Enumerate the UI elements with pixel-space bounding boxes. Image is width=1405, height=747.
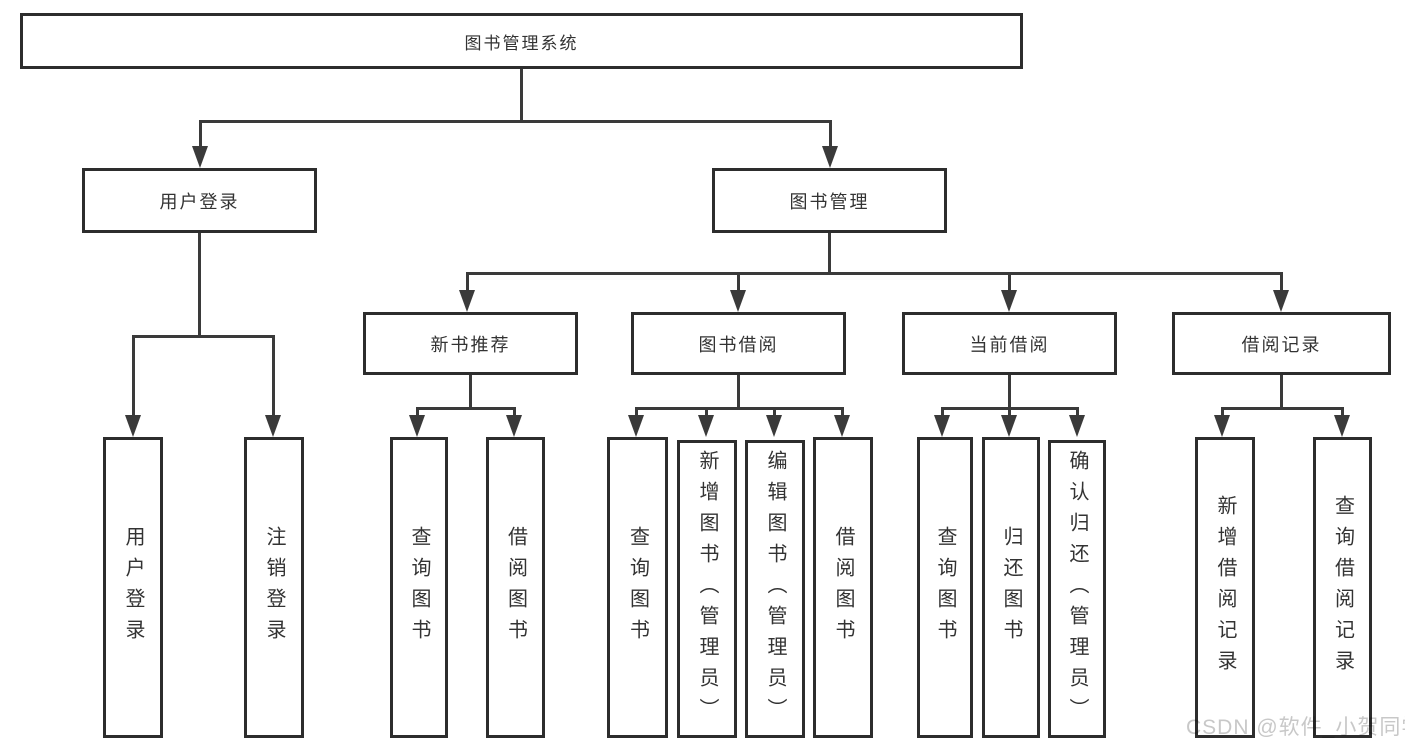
connector [773, 407, 776, 417]
arrow-down-icon [1001, 290, 1017, 312]
node-label: 编辑图书（管理员） [764, 449, 786, 729]
node-label: 用户登录 [122, 525, 144, 650]
node-label: 借阅图书 [832, 525, 854, 650]
leaf-return-books: 归还图书 [982, 437, 1040, 738]
arrow-down-icon [1273, 290, 1289, 312]
leaf-add-borrow-record: 新增借阅记录 [1195, 437, 1255, 738]
leaf-borrow-books: 借阅图书 [813, 437, 873, 738]
arrow-down-icon [1069, 415, 1085, 437]
arrow-down-icon [265, 415, 281, 437]
node-label: 注销登录 [263, 525, 285, 650]
connector [1280, 375, 1283, 407]
node-label: 新书推荐 [430, 334, 511, 355]
leaf-user-login: 用户登录 [103, 437, 163, 738]
node-label: 用户登录 [159, 191, 240, 212]
node-label: 借阅记录 [1241, 334, 1322, 355]
connector [132, 335, 135, 417]
connector [635, 407, 844, 410]
connector [705, 407, 708, 417]
leaf-query-books-recommend: 查询图书 [390, 437, 448, 738]
node-user-login: 用户登录 [82, 168, 317, 233]
leaf-query-books-current: 查询图书 [917, 437, 973, 738]
connector [829, 120, 832, 148]
csdn-watermark: CSDN @软件_小贺同学 [1186, 716, 1405, 739]
node-label: 查询图书 [934, 525, 956, 650]
connector [737, 375, 740, 407]
connector [828, 233, 831, 272]
connector [1008, 272, 1011, 292]
connector [199, 120, 832, 123]
node-label: 新增借阅记录 [1214, 494, 1236, 681]
arrow-down-icon [409, 415, 425, 437]
connector [1221, 407, 1224, 417]
connector [199, 120, 202, 148]
arrow-down-icon [1001, 415, 1017, 437]
connector [416, 407, 516, 410]
leaf-query-borrow-record: 查询借阅记录 [1313, 437, 1372, 738]
leaf-logout: 注销登录 [244, 437, 304, 738]
connector [737, 272, 740, 292]
leaf-borrow-books-recommend: 借阅图书 [486, 437, 545, 738]
node-book-management: 图书管理 [712, 168, 947, 233]
connector [520, 69, 523, 120]
arrow-down-icon [766, 415, 782, 437]
node-borrowing-records: 借阅记录 [1172, 312, 1391, 375]
node-book-borrowing: 图书借阅 [631, 312, 846, 375]
leaf-edit-books-admin: 编辑图书（管理员） [745, 440, 805, 738]
node-label: 查询图书 [626, 525, 649, 650]
connector [941, 407, 944, 417]
arrow-down-icon [698, 415, 714, 437]
connector [513, 407, 516, 417]
connector [272, 335, 275, 417]
arrow-down-icon [628, 415, 644, 437]
node-label: 图书管理系统 [464, 33, 579, 53]
connector [1341, 407, 1344, 417]
connector [1221, 407, 1344, 410]
node-current-borrowing: 当前借阅 [902, 312, 1117, 375]
connector [132, 335, 275, 338]
node-label: 图书借阅 [698, 334, 779, 355]
connector [466, 272, 1283, 275]
connector [466, 272, 469, 292]
node-new-book-recommend: 新书推荐 [363, 312, 578, 375]
connector [1076, 407, 1079, 417]
node-label: 确认归还（管理员） [1066, 449, 1088, 729]
arrow-down-icon [834, 415, 850, 437]
arrow-down-icon [1214, 415, 1230, 437]
node-label: 查询图书 [408, 525, 430, 650]
node-label: 当前借阅 [969, 334, 1050, 355]
connector [1008, 407, 1011, 417]
node-root-library-system: 图书管理系统 [20, 13, 1023, 69]
connector [469, 375, 472, 407]
connector [841, 407, 844, 417]
node-label: 借阅图书 [504, 525, 527, 650]
connector [635, 407, 638, 417]
connector [198, 233, 201, 335]
arrow-down-icon [506, 415, 522, 437]
connector [416, 407, 419, 417]
connector [1008, 375, 1011, 407]
connector [1280, 272, 1283, 292]
node-label: 查询借阅记录 [1331, 494, 1354, 681]
arrow-down-icon [934, 415, 950, 437]
leaf-add-books-admin: 新增图书（管理员） [677, 440, 737, 738]
arrow-down-icon [125, 415, 141, 437]
arrow-down-icon [1334, 415, 1350, 437]
arrow-down-icon [730, 290, 746, 312]
node-label: 新增图书（管理员） [696, 449, 718, 729]
node-label: 图书管理 [789, 191, 870, 212]
leaf-query-books-borrowing: 查询图书 [607, 437, 668, 738]
arrow-down-icon [822, 146, 838, 168]
arrow-down-icon [459, 290, 475, 312]
arrow-down-icon [192, 146, 208, 168]
leaf-confirm-return-admin: 确认归还（管理员） [1048, 440, 1106, 738]
node-label: 归还图书 [1000, 525, 1022, 650]
